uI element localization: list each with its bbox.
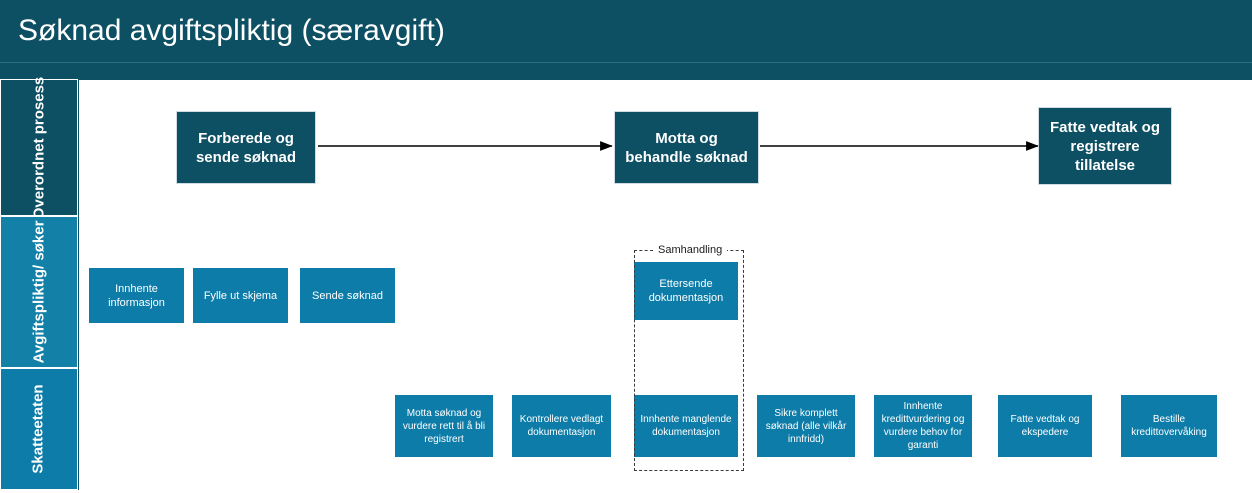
lane-label-overordnet-prosess: Overordnet prosess [0, 76, 78, 219]
lane-label-skatteetaten: Skatteetaten [0, 368, 78, 490]
group-samhandling-border-right [725, 250, 744, 251]
lane-label-text: Skatteetaten [30, 384, 48, 474]
group-samhandling-border-left [634, 250, 653, 251]
title-band [0, 0, 1252, 62]
node-sende-soknad[interactable]: Sende søknad [300, 268, 395, 323]
node-innhente-manglende-dokumentasjon[interactable]: Innhente manglende dokumentasjon [634, 395, 738, 457]
title-underband [0, 62, 1252, 80]
node-motta-soknad-og-vurdere-rett[interactable]: Motta søknad og vurdere rett til å bli r… [395, 395, 493, 457]
lane-body-avgiftspliktig-soker: Innhente informasjon Fylle ut skjema Sen… [78, 216, 738, 368]
group-samhandling [634, 250, 744, 471]
node-motta-og-behandle-soknad[interactable]: Motta og behandle søknad [614, 111, 759, 184]
lane-label-avgiftspliktig-soker: Avgiftspliktig/ søker [0, 216, 78, 368]
node-fatte-vedtak-og-ekspedere[interactable]: Fatte vedtak og ekspedere [998, 395, 1092, 457]
node-innhente-informasjon[interactable]: Innhente informasjon [89, 268, 184, 323]
node-fatte-vedtak-og-registrere-tillatelse[interactable]: Fatte vedtak og registrere tillatelse [1038, 107, 1172, 185]
page-title: Søknad avgiftspliktig (særavgift) [18, 14, 445, 47]
lane-body-skatteetaten: Motta søknad og vurdere rett til å bli r… [78, 368, 1217, 490]
node-fylle-ut-skjema[interactable]: Fylle ut skjema [193, 268, 288, 323]
lane-body-overordnet-prosess: Forberede og sende søknad Motta og behan… [78, 79, 1172, 216]
node-forberede-og-sende-soknad[interactable]: Forberede og sende søknad [176, 111, 316, 184]
node-innhente-kredittvurdering[interactable]: Innhente kredittvurdering og vurdere beh… [874, 395, 972, 457]
node-ettersende-dokumentasjon[interactable]: Ettersende dokumentasjon [634, 262, 738, 320]
node-sikre-komplett-soknad[interactable]: Sikre komplett søknad (alle vilkår innfr… [757, 395, 855, 457]
lane-label-text: Overordnet prosess [30, 76, 47, 219]
node-kontrollere-vedlagt-dokumentasjon[interactable]: Kontrollere vedlagt dokumentasjon [512, 395, 611, 457]
lane-label-text: Avgiftspliktig/ søker [30, 220, 47, 364]
node-bestille-kredittovervaking[interactable]: Bestille kredittovervåking [1121, 395, 1217, 457]
group-samhandling-label: Samhandling [653, 244, 728, 257]
